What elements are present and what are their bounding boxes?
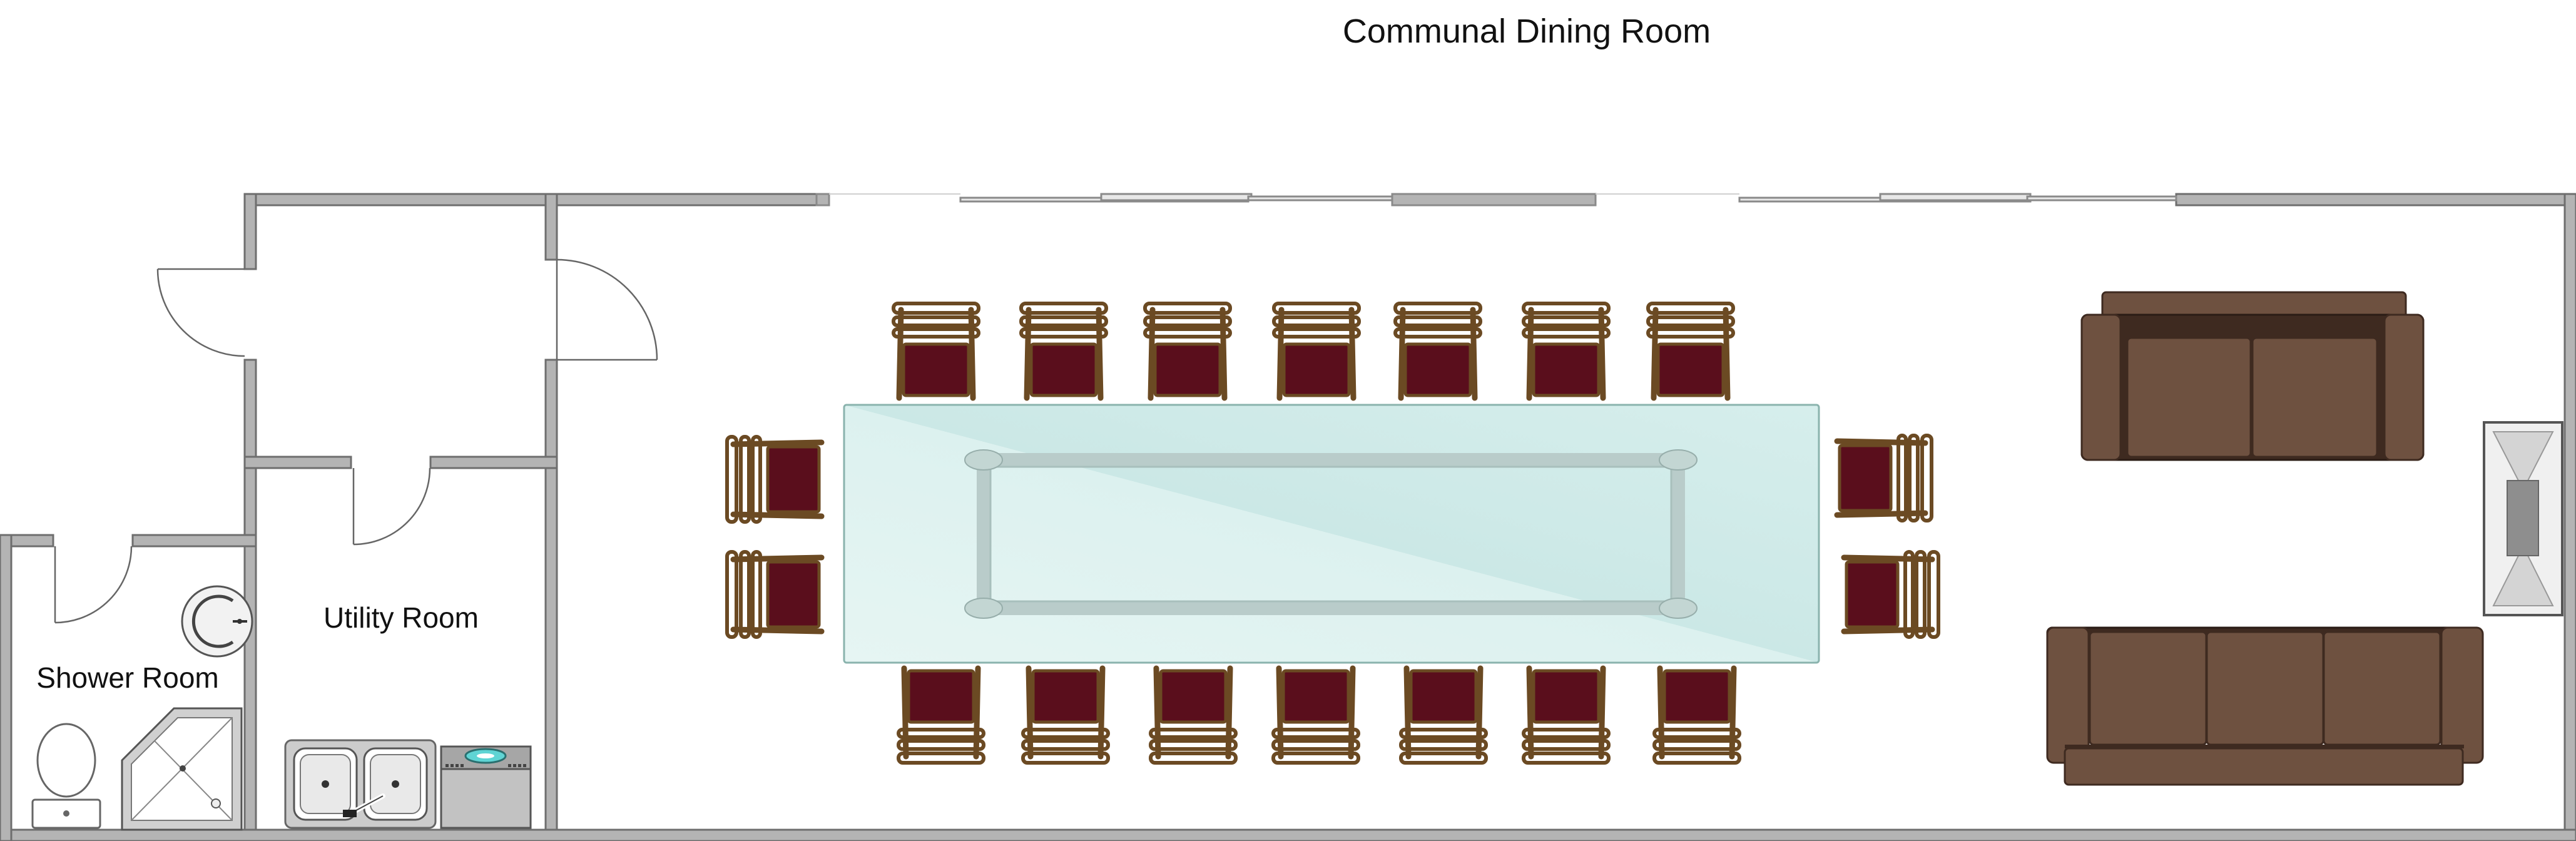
dining-table xyxy=(843,404,1820,664)
shower-room-label: Shower Room xyxy=(36,661,218,694)
page-title: Communal Dining Room xyxy=(1343,13,1711,50)
shower-tray xyxy=(121,707,243,831)
three-seat-sofa xyxy=(2046,626,2484,786)
toilet xyxy=(31,723,101,829)
fireplace xyxy=(2483,421,2563,616)
utility-room-label: Utility Room xyxy=(323,601,479,634)
basin xyxy=(181,585,253,658)
double-sink xyxy=(284,739,437,829)
doors xyxy=(54,258,658,624)
windows xyxy=(815,193,2177,206)
washing-machine xyxy=(440,745,532,829)
walls xyxy=(0,193,2576,841)
loveseat xyxy=(2080,291,2425,461)
